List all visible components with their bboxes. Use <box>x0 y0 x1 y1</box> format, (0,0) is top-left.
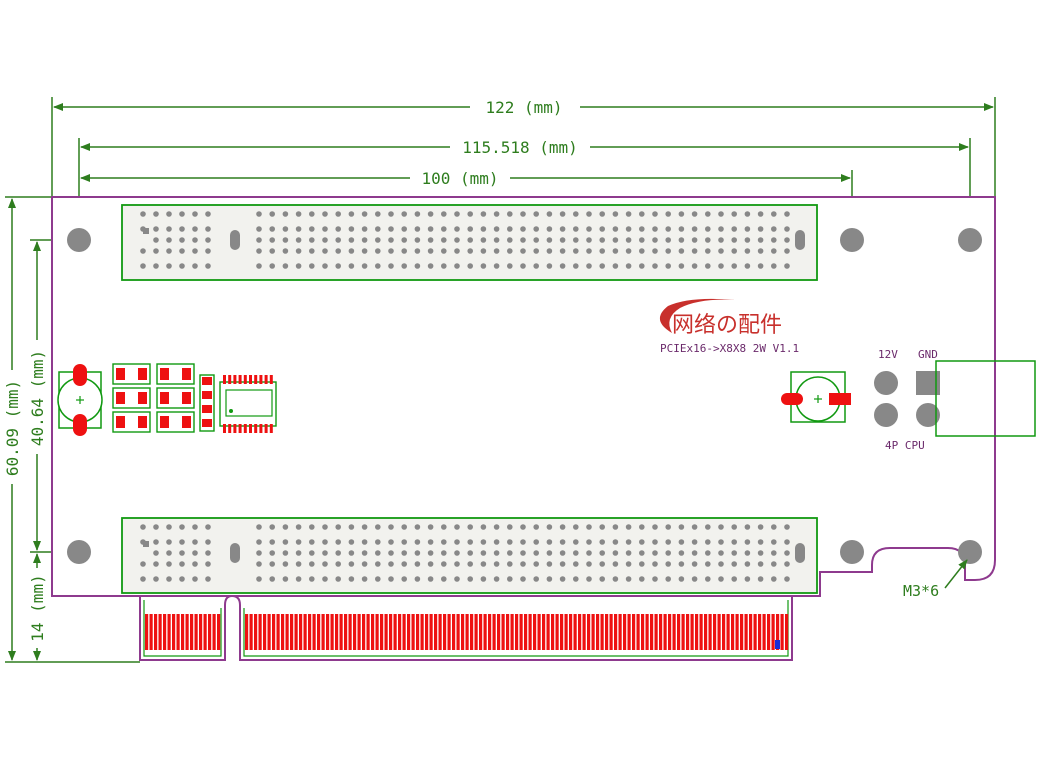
dim-label-115: 115.518 (mm) <box>462 138 578 157</box>
label-gnd: GND <box>918 348 938 361</box>
mounting-hole <box>840 228 864 252</box>
power-connector: 12V GND 4P CPU <box>874 348 1036 452</box>
edge-connector-outline <box>139 594 793 661</box>
label-4p-cpu: 4P CPU <box>885 439 925 452</box>
brand-logo: 网络の配件 <box>659 298 782 338</box>
screw-callout: M3*6 <box>903 559 968 600</box>
screw-label: M3*6 <box>903 582 939 600</box>
finger-marker <box>775 640 780 649</box>
brand-name: 网络の配件 <box>672 313 782 338</box>
mounting-hole <box>958 228 982 252</box>
mounting-hole <box>840 540 864 564</box>
board-model: PCIEx16->X8X8 2W V1.1 <box>660 342 799 355</box>
pcie-slot-top <box>121 204 818 281</box>
mounting-hole <box>67 228 91 252</box>
dim-label-40: 40.64 (mm) <box>28 350 47 446</box>
buzzer-right <box>781 371 851 423</box>
mounting-holes <box>67 228 982 564</box>
buzzer-left <box>57 364 103 436</box>
smd-capacitor-column <box>199 374 215 432</box>
pcie-slot-bottom <box>121 517 818 594</box>
dim-label-122: 122 (mm) <box>485 98 562 117</box>
dim-label-60: 60.09 (mm) <box>3 380 22 476</box>
gold-fingers-left <box>145 614 221 650</box>
smd-resistor-array <box>112 363 195 433</box>
dim-label-100: 100 (mm) <box>421 169 498 188</box>
gold-fingers-right <box>245 614 789 650</box>
label-12v: 12V <box>878 348 898 361</box>
mounting-hole <box>67 540 91 564</box>
dimension-labels: 122 (mm) 115.518 (mm) 100 (mm) 60.09 (mm… <box>3 97 590 648</box>
dim-label-14: 14 (mm) <box>28 574 47 641</box>
mounting-hole <box>958 540 982 564</box>
ic-chip <box>219 375 277 433</box>
